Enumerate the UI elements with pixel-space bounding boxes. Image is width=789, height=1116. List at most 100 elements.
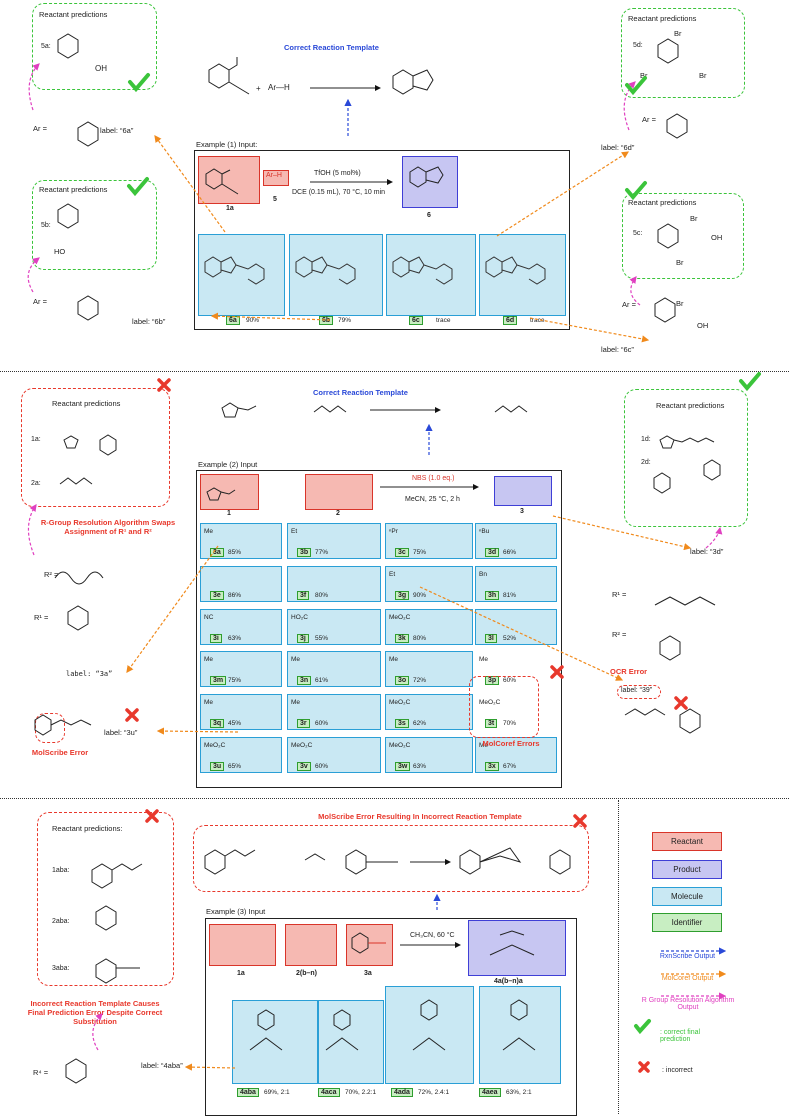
yield-3x: 67% <box>503 763 517 770</box>
yield-3c: 75% <box>413 549 427 556</box>
prediction-box-1a <box>21 388 170 507</box>
reactant-3-s3-box <box>346 924 393 966</box>
prediction-label-5a: 5a: <box>41 43 51 50</box>
identifier-3d: 3d <box>485 548 500 557</box>
prediction-label-2a: 2a: <box>31 480 41 487</box>
substituent-3d: ⁿBu <box>479 528 490 535</box>
yield-3r: 60% <box>315 720 329 727</box>
reactant-1a-s3-id: 1a <box>237 970 245 977</box>
r4-prefix: R⁴ = <box>33 1068 49 1077</box>
yield-3i: 63% <box>228 635 242 642</box>
example1-frame <box>194 150 570 330</box>
substituent-3b: Et <box>291 528 298 535</box>
prediction-heading-1a: Reactant predictions <box>52 399 121 408</box>
oh-5a: OH <box>95 64 107 73</box>
yield-3m: 75% <box>228 677 242 684</box>
substituent-3v: MeO₂C <box>291 742 313 749</box>
incorrect-template-text: Incorrect Reaction Template Causes Final… <box>27 999 163 1026</box>
prediction-box-1aba <box>37 812 174 986</box>
product-6-id: 6 <box>427 212 431 219</box>
example2-conditions-1: NBS (1.0 eq.) <box>412 475 455 482</box>
molecule-6a <box>198 234 285 316</box>
prediction-label-5c: 5c: <box>633 230 643 237</box>
reactant-1-box <box>200 474 259 510</box>
legend-rxnscribe: RxnScribe Output <box>659 953 716 960</box>
prediction-heading-5d: Reactant predictions <box>628 14 697 23</box>
ar-prefix-6a: Ar = <box>33 124 47 133</box>
yield-3e: 86% <box>228 592 242 599</box>
identifier-3v: 3v <box>297 762 311 771</box>
yield-3l: 52% <box>503 635 517 642</box>
prediction-label-1d: 1d: <box>641 436 651 443</box>
yield-3f: 80% <box>315 592 329 599</box>
product-3-id: 3 <box>520 508 524 515</box>
molscribe-error-text: MolScribe Error <box>31 748 89 757</box>
identifier-3b: 3b <box>297 548 312 557</box>
substituent-3n: Me <box>291 656 301 663</box>
oh-5c: OH <box>711 233 723 242</box>
identifier-4ada: 4ada <box>391 1088 413 1097</box>
substituent-3q: Me <box>204 699 214 706</box>
substituent-3a: Me <box>204 528 214 535</box>
yield-3s: 62% <box>413 720 427 727</box>
legend-incorrect: : incorrect <box>662 1067 693 1074</box>
prediction-heading-5a: Reactant predictions <box>39 10 108 19</box>
br-5d-top: Br <box>674 29 682 38</box>
br-5d-right: Br <box>699 71 707 80</box>
reactant-5-box <box>263 170 289 186</box>
identifier-3r: 3r <box>297 719 310 728</box>
yield-3t: 70% <box>503 720 517 727</box>
example1-conditions-1: TfOH (5 mol%) <box>314 170 361 177</box>
reactant-1a-id: 1a <box>226 205 234 212</box>
ar-label-6b: label: “6b” <box>132 317 166 326</box>
yield-3g: 90% <box>413 592 427 599</box>
identifier-3o: 3o <box>395 676 410 685</box>
identifier-3k: 3k <box>395 634 409 643</box>
identifier-6d: 6d <box>503 316 518 325</box>
reactant-3-s3-id: 3a <box>364 970 372 977</box>
molcoref-error-box <box>469 676 539 738</box>
yield-3k: 80% <box>413 635 427 642</box>
yield-6b: 79% <box>338 317 352 324</box>
example3-conditions: CH₃CN, 60 °C <box>410 932 455 939</box>
ar-label-6d: label: “6d” <box>601 143 635 152</box>
yield-3n: 61% <box>315 677 329 684</box>
identifier-3q: 3q <box>210 719 225 728</box>
ar-label-6c: label: “6c” <box>601 345 634 354</box>
legend-rgroup: R Group Resolution Algorithm Output <box>641 997 735 1011</box>
prediction-box-1d <box>624 389 748 527</box>
substituent-3o: Me <box>389 656 399 663</box>
molcoref-error-text: MolCoref Errors <box>482 739 540 748</box>
prediction-label-1a: 1a: <box>31 436 41 443</box>
identifier-3m: 3m <box>210 676 227 685</box>
reactant-1-id: 1 <box>227 510 231 517</box>
molecule-4ada <box>385 986 474 1084</box>
section3-title: MolScribe Error Resulting In Incorrect R… <box>318 812 522 821</box>
yield-3a: 85% <box>228 549 242 556</box>
identifier-3i: 3i <box>210 634 222 643</box>
prediction-label-5b: 5b: <box>41 222 51 229</box>
reactant-1a-s3-box <box>209 924 276 966</box>
template-plus: + <box>256 84 261 93</box>
identifier-3c: 3c <box>395 548 409 557</box>
identifier-3s: 3s <box>395 719 409 728</box>
yield-4aea: 63%, 2:1 <box>506 1089 532 1096</box>
section1-title: Correct Reaction Template <box>284 43 379 52</box>
example2-conditions-2: MeCN, 25 °C, 2 h <box>405 496 460 503</box>
yield-3o: 72% <box>413 677 427 684</box>
yield-4aba: 69%, 2:1 <box>264 1089 290 1096</box>
identifier-3e: 3e <box>210 591 224 600</box>
product-4a-box <box>468 920 566 976</box>
identifier-3x: 3x <box>485 762 499 771</box>
identifier-3t: 3t <box>485 719 498 728</box>
yield-6c: trace <box>436 317 451 324</box>
separator-2 <box>0 798 789 799</box>
example2-frame <box>196 470 562 788</box>
legend-identifier: Identifier <box>652 913 722 932</box>
br-5c-bottom: Br <box>676 258 684 267</box>
substituent-3c: ⁿPr <box>389 528 398 535</box>
yield-3b: 77% <box>315 549 329 556</box>
prediction-heading-5b: Reactant predictions <box>39 185 108 194</box>
molecule-3o <box>385 651 473 687</box>
br-5c-top: Br <box>690 214 698 223</box>
